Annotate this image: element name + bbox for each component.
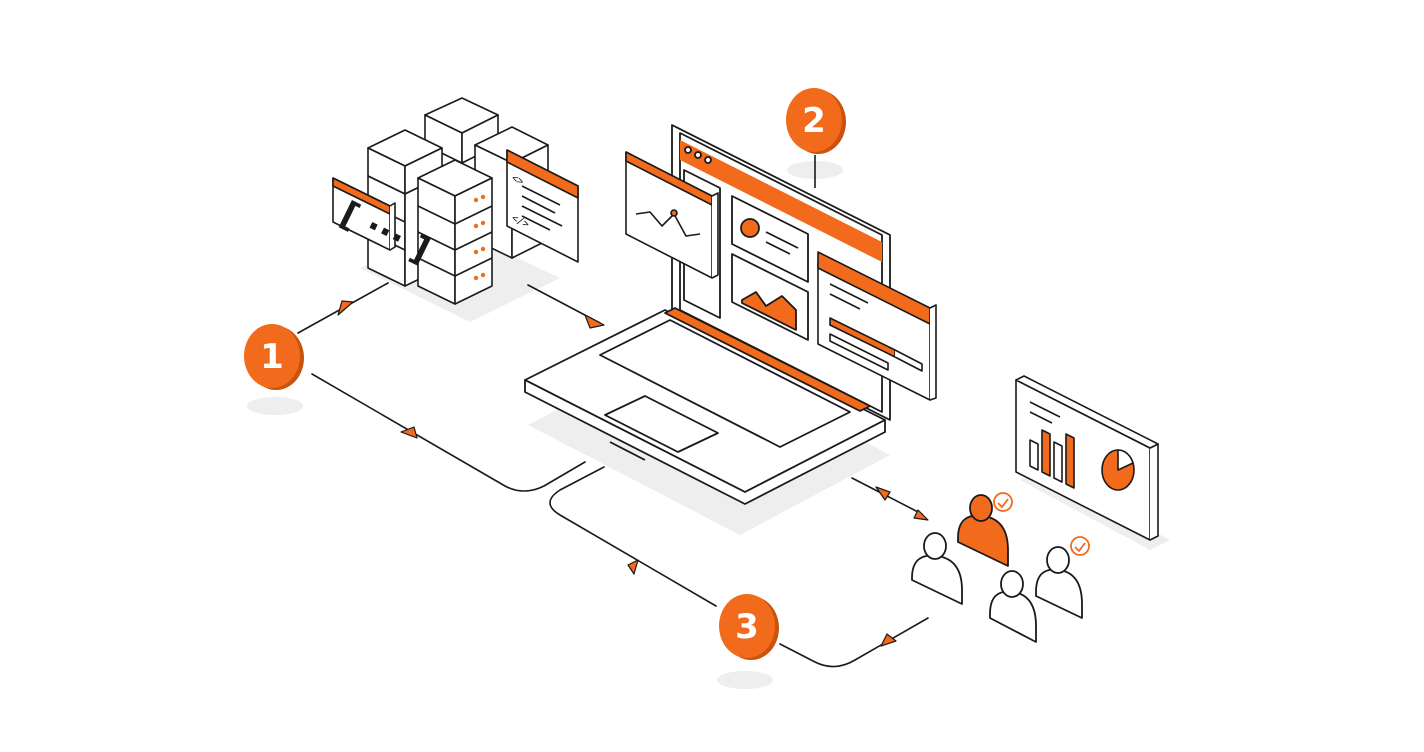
- step-badge-3: 3: [719, 594, 779, 660]
- laptop-icon: [524, 124, 891, 505]
- user-icon-active: [957, 494, 1009, 567]
- line-chart-panel-icon: [625, 151, 719, 279]
- step-number-3: 3: [735, 607, 759, 647]
- user-icon: [989, 570, 1037, 643]
- user-icon: [911, 532, 963, 605]
- arrow-icon: [337, 300, 354, 316]
- user-icon: [1035, 546, 1083, 619]
- arrow-icon: [875, 486, 891, 501]
- step-number-2: 2: [802, 101, 826, 141]
- step-badge-1: 1: [244, 324, 304, 390]
- arrow-icon: [400, 426, 418, 439]
- arrow-icon: [913, 509, 929, 521]
- code-glyph-open: <>: [510, 173, 526, 188]
- connector-users-to-step3: [779, 617, 929, 668]
- connector-step3-to-laptop: [549, 466, 717, 607]
- code-panel-icon: <> </>: [506, 149, 579, 263]
- arrow-icon: [584, 314, 605, 329]
- arrow-icon: [880, 633, 897, 647]
- step-badge-2: 2: [786, 88, 846, 188]
- arrowheads: [337, 300, 929, 647]
- report-chart-icon: [1015, 375, 1159, 541]
- user-group-icon: [911, 492, 1090, 643]
- arrow-icon: [627, 559, 639, 575]
- connector-step1-to-laptop: [311, 373, 586, 492]
- check-badge-icon: [993, 492, 1013, 512]
- dashboard-panel-icon: [817, 251, 937, 401]
- check-badge-icon: [1070, 536, 1090, 556]
- step-number-1: 1: [260, 337, 284, 377]
